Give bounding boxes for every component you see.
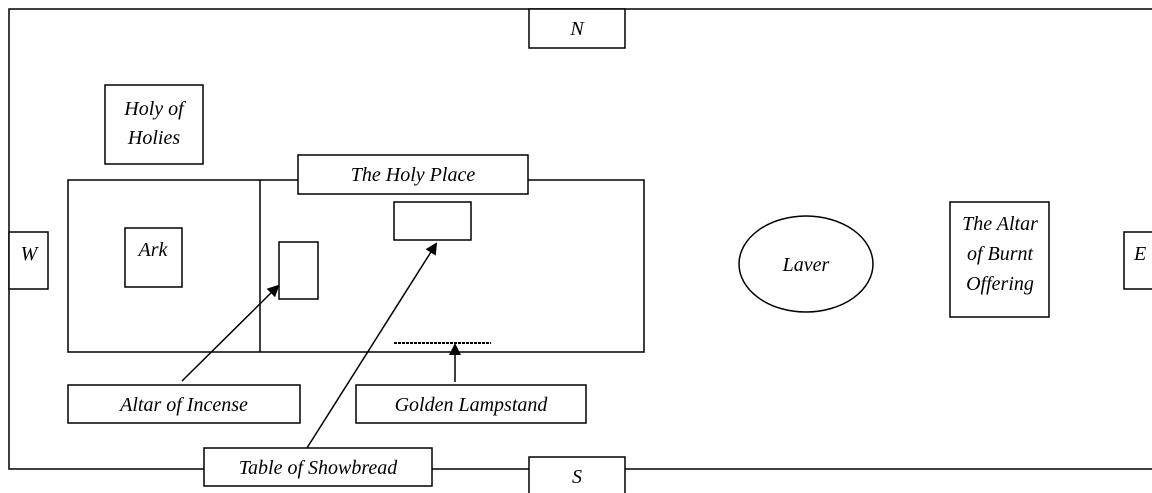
table-of-showbread-label-box bbox=[203, 447, 433, 487]
altar-of-incense-shape bbox=[278, 241, 319, 300]
holy-place-label: The Holy Place bbox=[351, 164, 476, 186]
compass-west-label: W bbox=[21, 243, 40, 265]
altar-of-incense-label: Altar of Incense bbox=[118, 394, 248, 416]
table-of-showbread-shape bbox=[393, 201, 472, 241]
altar-of-incense-label-box bbox=[67, 384, 301, 424]
arrow-to-altar-of-incense bbox=[181, 284, 280, 382]
laver-label: Laver bbox=[782, 254, 830, 276]
laver-shape bbox=[738, 215, 874, 313]
ark-box bbox=[124, 227, 183, 288]
altar-burnt-offering-box bbox=[949, 201, 1050, 318]
altar-burnt-offering-line-3: Offering bbox=[966, 273, 1034, 295]
golden-lampstand-label-box bbox=[355, 384, 587, 424]
compass-south-box bbox=[528, 456, 626, 493]
table-of-showbread-label: Table of Showbread bbox=[239, 457, 399, 479]
altar-burnt-offering-line-1: The Altar bbox=[962, 213, 1038, 235]
compass-south-label: S bbox=[572, 466, 582, 488]
holy-place-box bbox=[297, 154, 529, 195]
holy-of-holies-box bbox=[104, 84, 204, 165]
compass-east-label: E bbox=[1133, 243, 1146, 265]
compass-west-box bbox=[8, 231, 49, 290]
holy-of-holies-line-1: Holy of bbox=[123, 98, 186, 120]
altar-burnt-offering-line-2: of Burnt bbox=[967, 243, 1034, 265]
compass-north-label: N bbox=[569, 18, 585, 40]
holy-of-holies-line-2: Holies bbox=[127, 127, 180, 149]
arrow-to-table-of-showbread bbox=[299, 242, 438, 460]
compass-east-box bbox=[1123, 231, 1152, 290]
ark-label: Ark bbox=[137, 239, 169, 261]
compass-north-box bbox=[528, 8, 626, 49]
golden-lampstand-label: Golden Lampstand bbox=[395, 394, 549, 416]
